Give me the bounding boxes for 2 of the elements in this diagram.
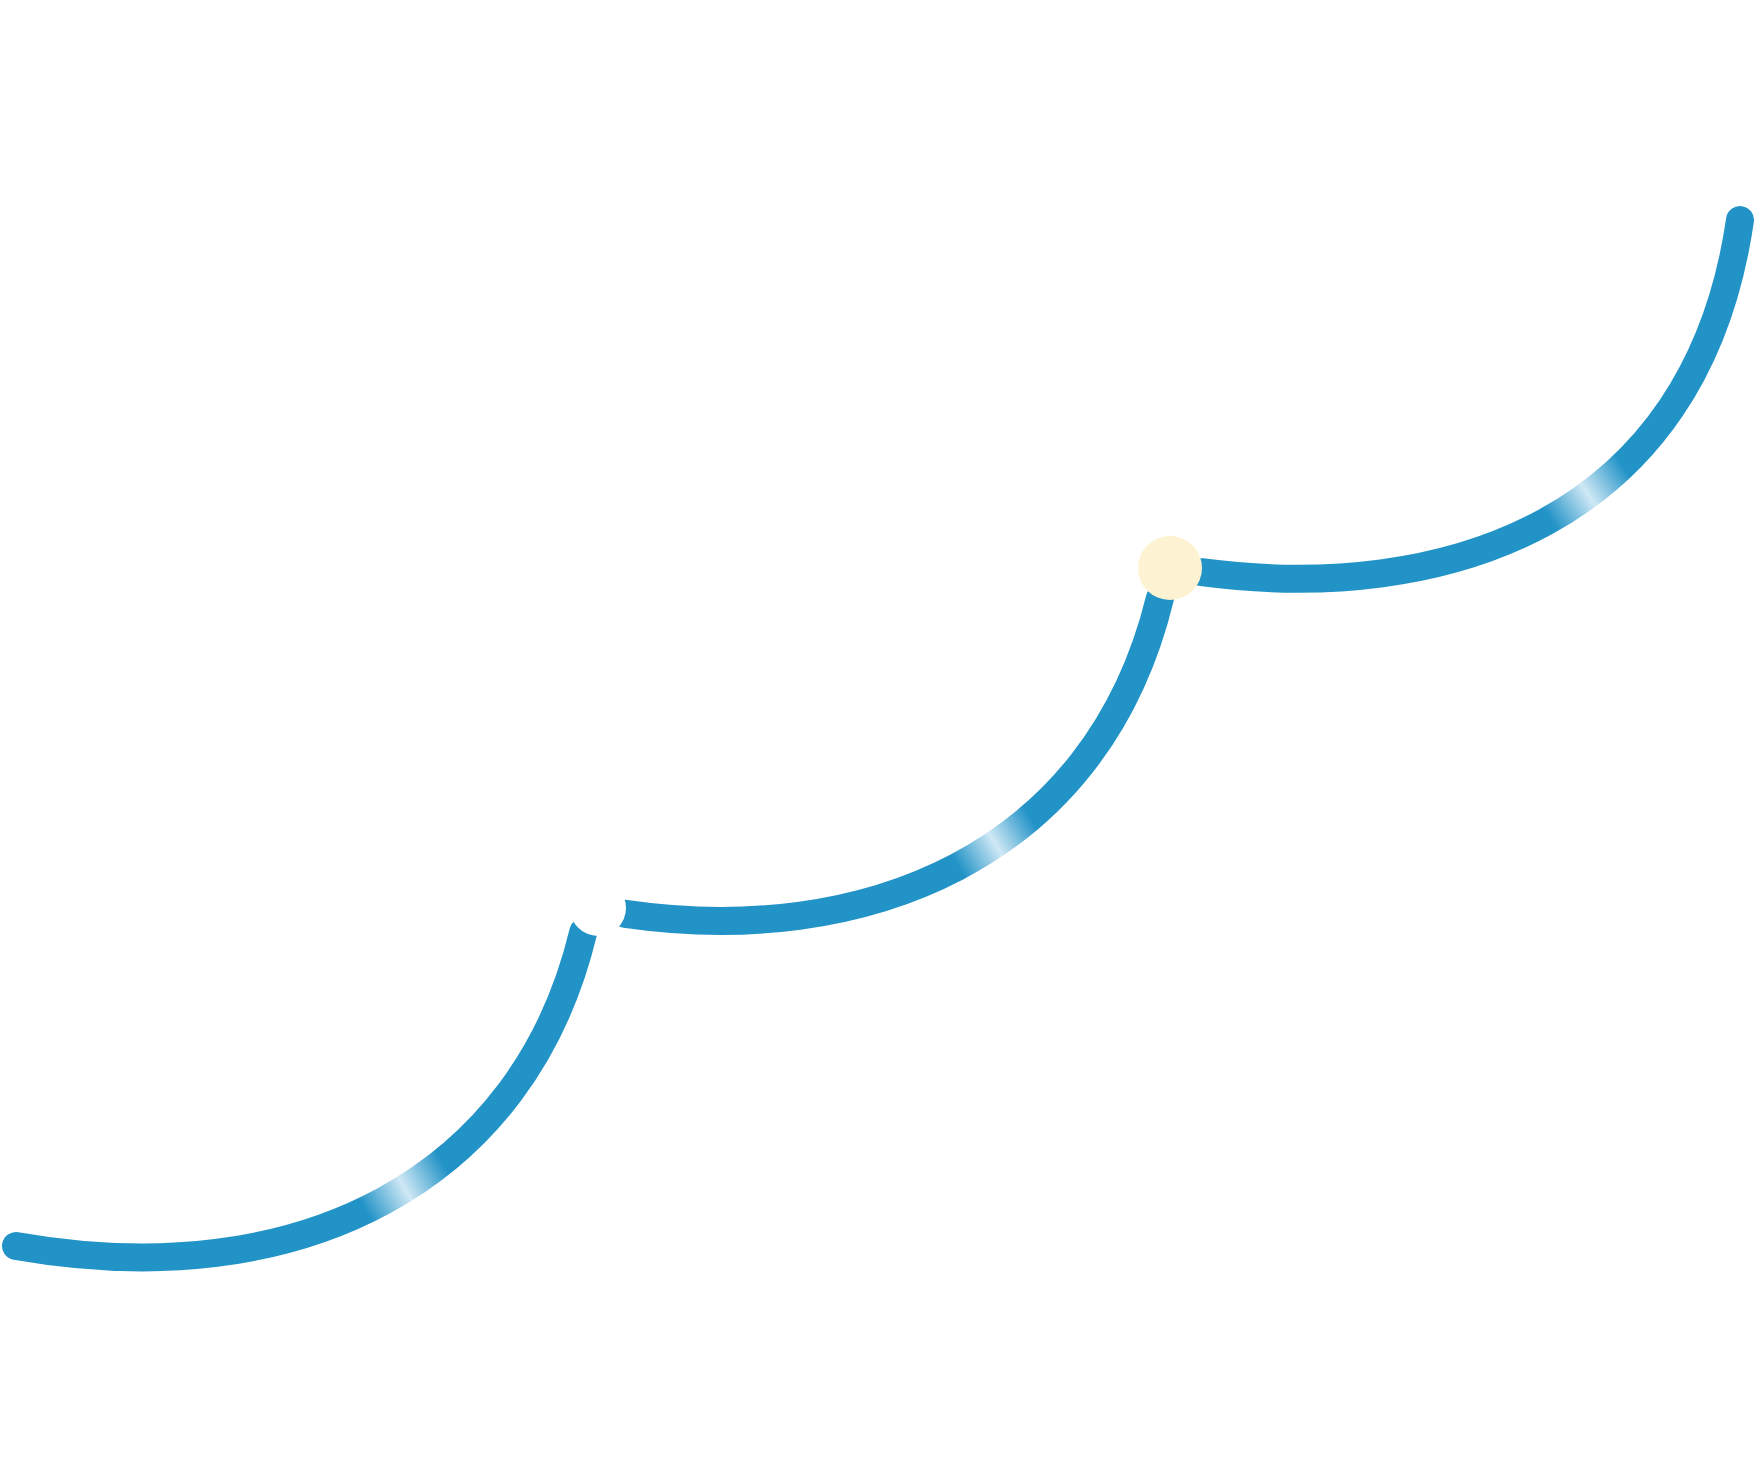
curved-line <box>2 917 598 1272</box>
joint-dot <box>1138 536 1202 600</box>
